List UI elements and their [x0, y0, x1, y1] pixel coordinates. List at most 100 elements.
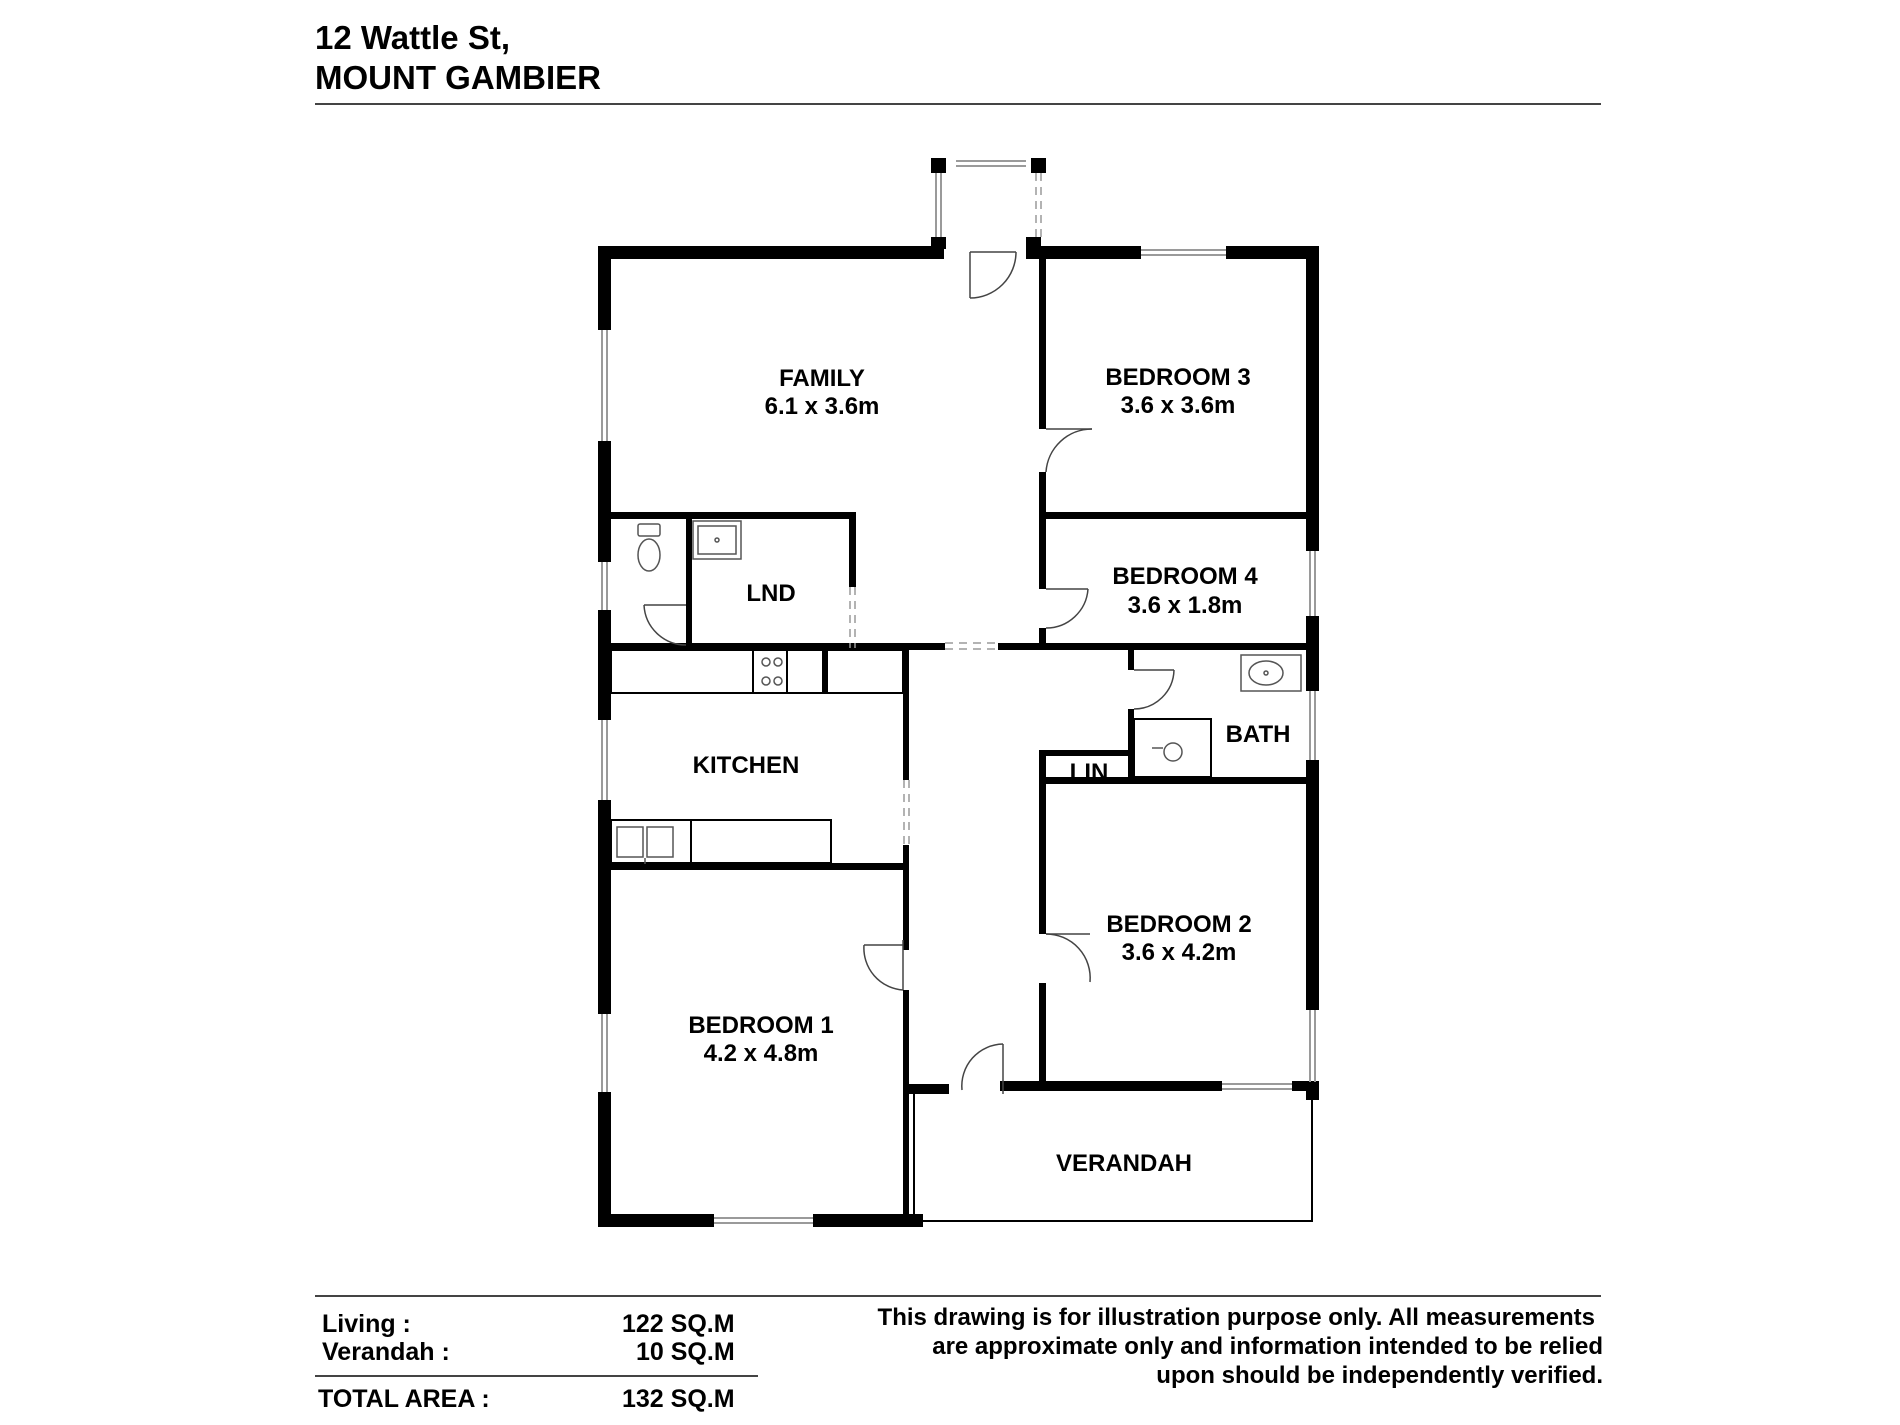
wall-lin-bed2 — [1039, 777, 1319, 784]
window-right-bath — [1309, 691, 1316, 760]
window-left-bed1 — [601, 1014, 608, 1092]
verandah-outline — [913, 1091, 1313, 1222]
wall-left-5 — [598, 1092, 611, 1226]
porch-post-bottom-right — [1026, 237, 1041, 249]
fixtures — [616, 520, 1302, 864]
room-name-verandah: VERANDAH — [1056, 1150, 1192, 1177]
room-size-bedroom1: 4.2 x 4.8m — [704, 1040, 819, 1067]
living-value: 122 SQ.M — [622, 1310, 735, 1338]
wall-top-left — [598, 246, 944, 259]
wall-kitchen-right-low — [903, 845, 909, 950]
window-porch-left — [935, 170, 942, 240]
door-bedroom3 — [1045, 428, 1093, 473]
kitchen-divider-bar — [822, 650, 828, 693]
wall-bed1-right — [903, 990, 909, 1227]
door-bedroom2 — [1045, 933, 1091, 983]
window-porch-top — [956, 160, 1026, 167]
room-name-bedroom3: BEDROOM 3 — [1105, 364, 1250, 391]
wall-laundry-right — [849, 512, 856, 587]
wall-left-1 — [598, 246, 611, 330]
room-name-family: FAMILY — [779, 365, 865, 392]
wall-bath-left-low — [1128, 709, 1134, 777]
total-area-value: 132 SQ.M — [622, 1385, 735, 1413]
wall-mid-horizontal-1 — [598, 643, 945, 650]
window-top-bed3 — [1141, 249, 1226, 256]
window-bottom-bed1 — [714, 1217, 813, 1224]
door-entry — [969, 251, 1017, 299]
room-name-kitchen: KITCHEN — [693, 752, 800, 779]
wall-right-3 — [1306, 760, 1319, 1010]
interior-walls — [598, 246, 1319, 1227]
room-size-bedroom3: 3.6 x 3.6m — [1121, 392, 1236, 419]
window-right-bed4 — [1309, 551, 1316, 616]
disclaimer-line-1: This drawing is for illustration purpose… — [877, 1304, 1595, 1331]
wall-right-1 — [1306, 246, 1319, 551]
opening-hallway-top — [945, 642, 998, 650]
opening-kitchen — [903, 780, 910, 845]
window-bottom-bed2 — [1222, 1083, 1292, 1090]
shower-drain-icon — [1152, 742, 1183, 762]
room-size-family: 6.1 x 3.6m — [765, 393, 880, 420]
wall-bath-left — [1128, 650, 1134, 670]
wall-bed3-bed4 — [1039, 512, 1319, 519]
room-labels: FAMILY 6.1 x 3.6m BEDROOM 3 3.6 x 3.6m B… — [688, 364, 1290, 1177]
laundry-tub-icon — [692, 520, 742, 560]
windows — [601, 160, 1316, 1224]
wall-bottom-mid — [813, 1214, 923, 1227]
wall-kitchen-right — [903, 650, 909, 780]
kitchen-bench-top — [610, 649, 904, 694]
kitchen-sink-icon — [616, 826, 674, 864]
porch-opening — [1035, 173, 1042, 237]
wall-bed2-bottom — [1000, 1081, 1222, 1091]
wall-bottom-left — [598, 1214, 714, 1227]
porch-post-bottom-left — [931, 237, 946, 249]
thin-lines — [610, 649, 1313, 1222]
wall-laundry-divider — [686, 512, 692, 648]
wall-right-2 — [1306, 616, 1319, 691]
entry-porch — [931, 158, 1046, 249]
total-area-label: TOTAL AREA : — [318, 1385, 490, 1413]
door-toilet — [643, 604, 687, 646]
wall-top-right — [1226, 246, 1318, 259]
header-rule — [315, 103, 1601, 105]
shower-base — [1133, 718, 1212, 778]
wall-top-mid — [1026, 246, 1141, 259]
room-name-laundry: LND — [746, 580, 795, 607]
vanity-basin-icon — [1240, 654, 1302, 692]
address-line-1: 12 Wattle St, — [315, 19, 510, 56]
wall-bed2-bottom-right — [1292, 1081, 1319, 1091]
wall-family-bed3 — [1039, 246, 1046, 429]
door-bath — [1133, 669, 1175, 710]
total-rule — [315, 1375, 758, 1377]
room-size-bedroom2: 3.6 x 4.2m — [1122, 939, 1237, 966]
disclaimer-line-3: upon should be independently verified. — [1156, 1362, 1603, 1389]
opening-laundry — [849, 587, 856, 648]
outer-walls — [598, 246, 1319, 1227]
verandah-value: 10 SQ.M — [636, 1338, 735, 1366]
wall-family-bed3-low — [1039, 472, 1046, 515]
wall-bed2-left — [1039, 750, 1046, 934]
living-label: Living : — [322, 1310, 411, 1338]
wall-bed2-left-low — [1039, 983, 1046, 1085]
porch-post-top-left — [931, 158, 946, 173]
room-name-bedroom2: BEDROOM 2 — [1106, 911, 1251, 938]
doors — [643, 251, 1175, 1094]
verandah-label: Verandah : — [322, 1338, 450, 1366]
wall-bed1-right-top — [909, 1084, 949, 1094]
kitchen-bench-bottom — [610, 819, 832, 864]
door-bedroom4 — [1045, 588, 1089, 629]
openings — [849, 587, 998, 845]
window-right-bed2 — [1309, 1010, 1316, 1082]
room-name-linen: LIN — [1070, 759, 1109, 786]
wall-kitchen-bed1 — [598, 863, 909, 870]
cooktop-icon — [761, 657, 783, 686]
wall-mid-horizontal-2 — [998, 643, 1319, 650]
wall-lin-top — [1039, 750, 1134, 756]
wall-bed4-left-low — [1039, 628, 1046, 650]
room-size-bedroom4: 3.6 x 1.8m — [1128, 592, 1243, 619]
wall-bed4-left — [1039, 512, 1046, 589]
wall-left-3 — [598, 610, 611, 720]
room-name-bedroom1: BEDROOM 1 — [688, 1012, 833, 1039]
disclaimer-line-2: are approximate only and information int… — [932, 1333, 1603, 1360]
